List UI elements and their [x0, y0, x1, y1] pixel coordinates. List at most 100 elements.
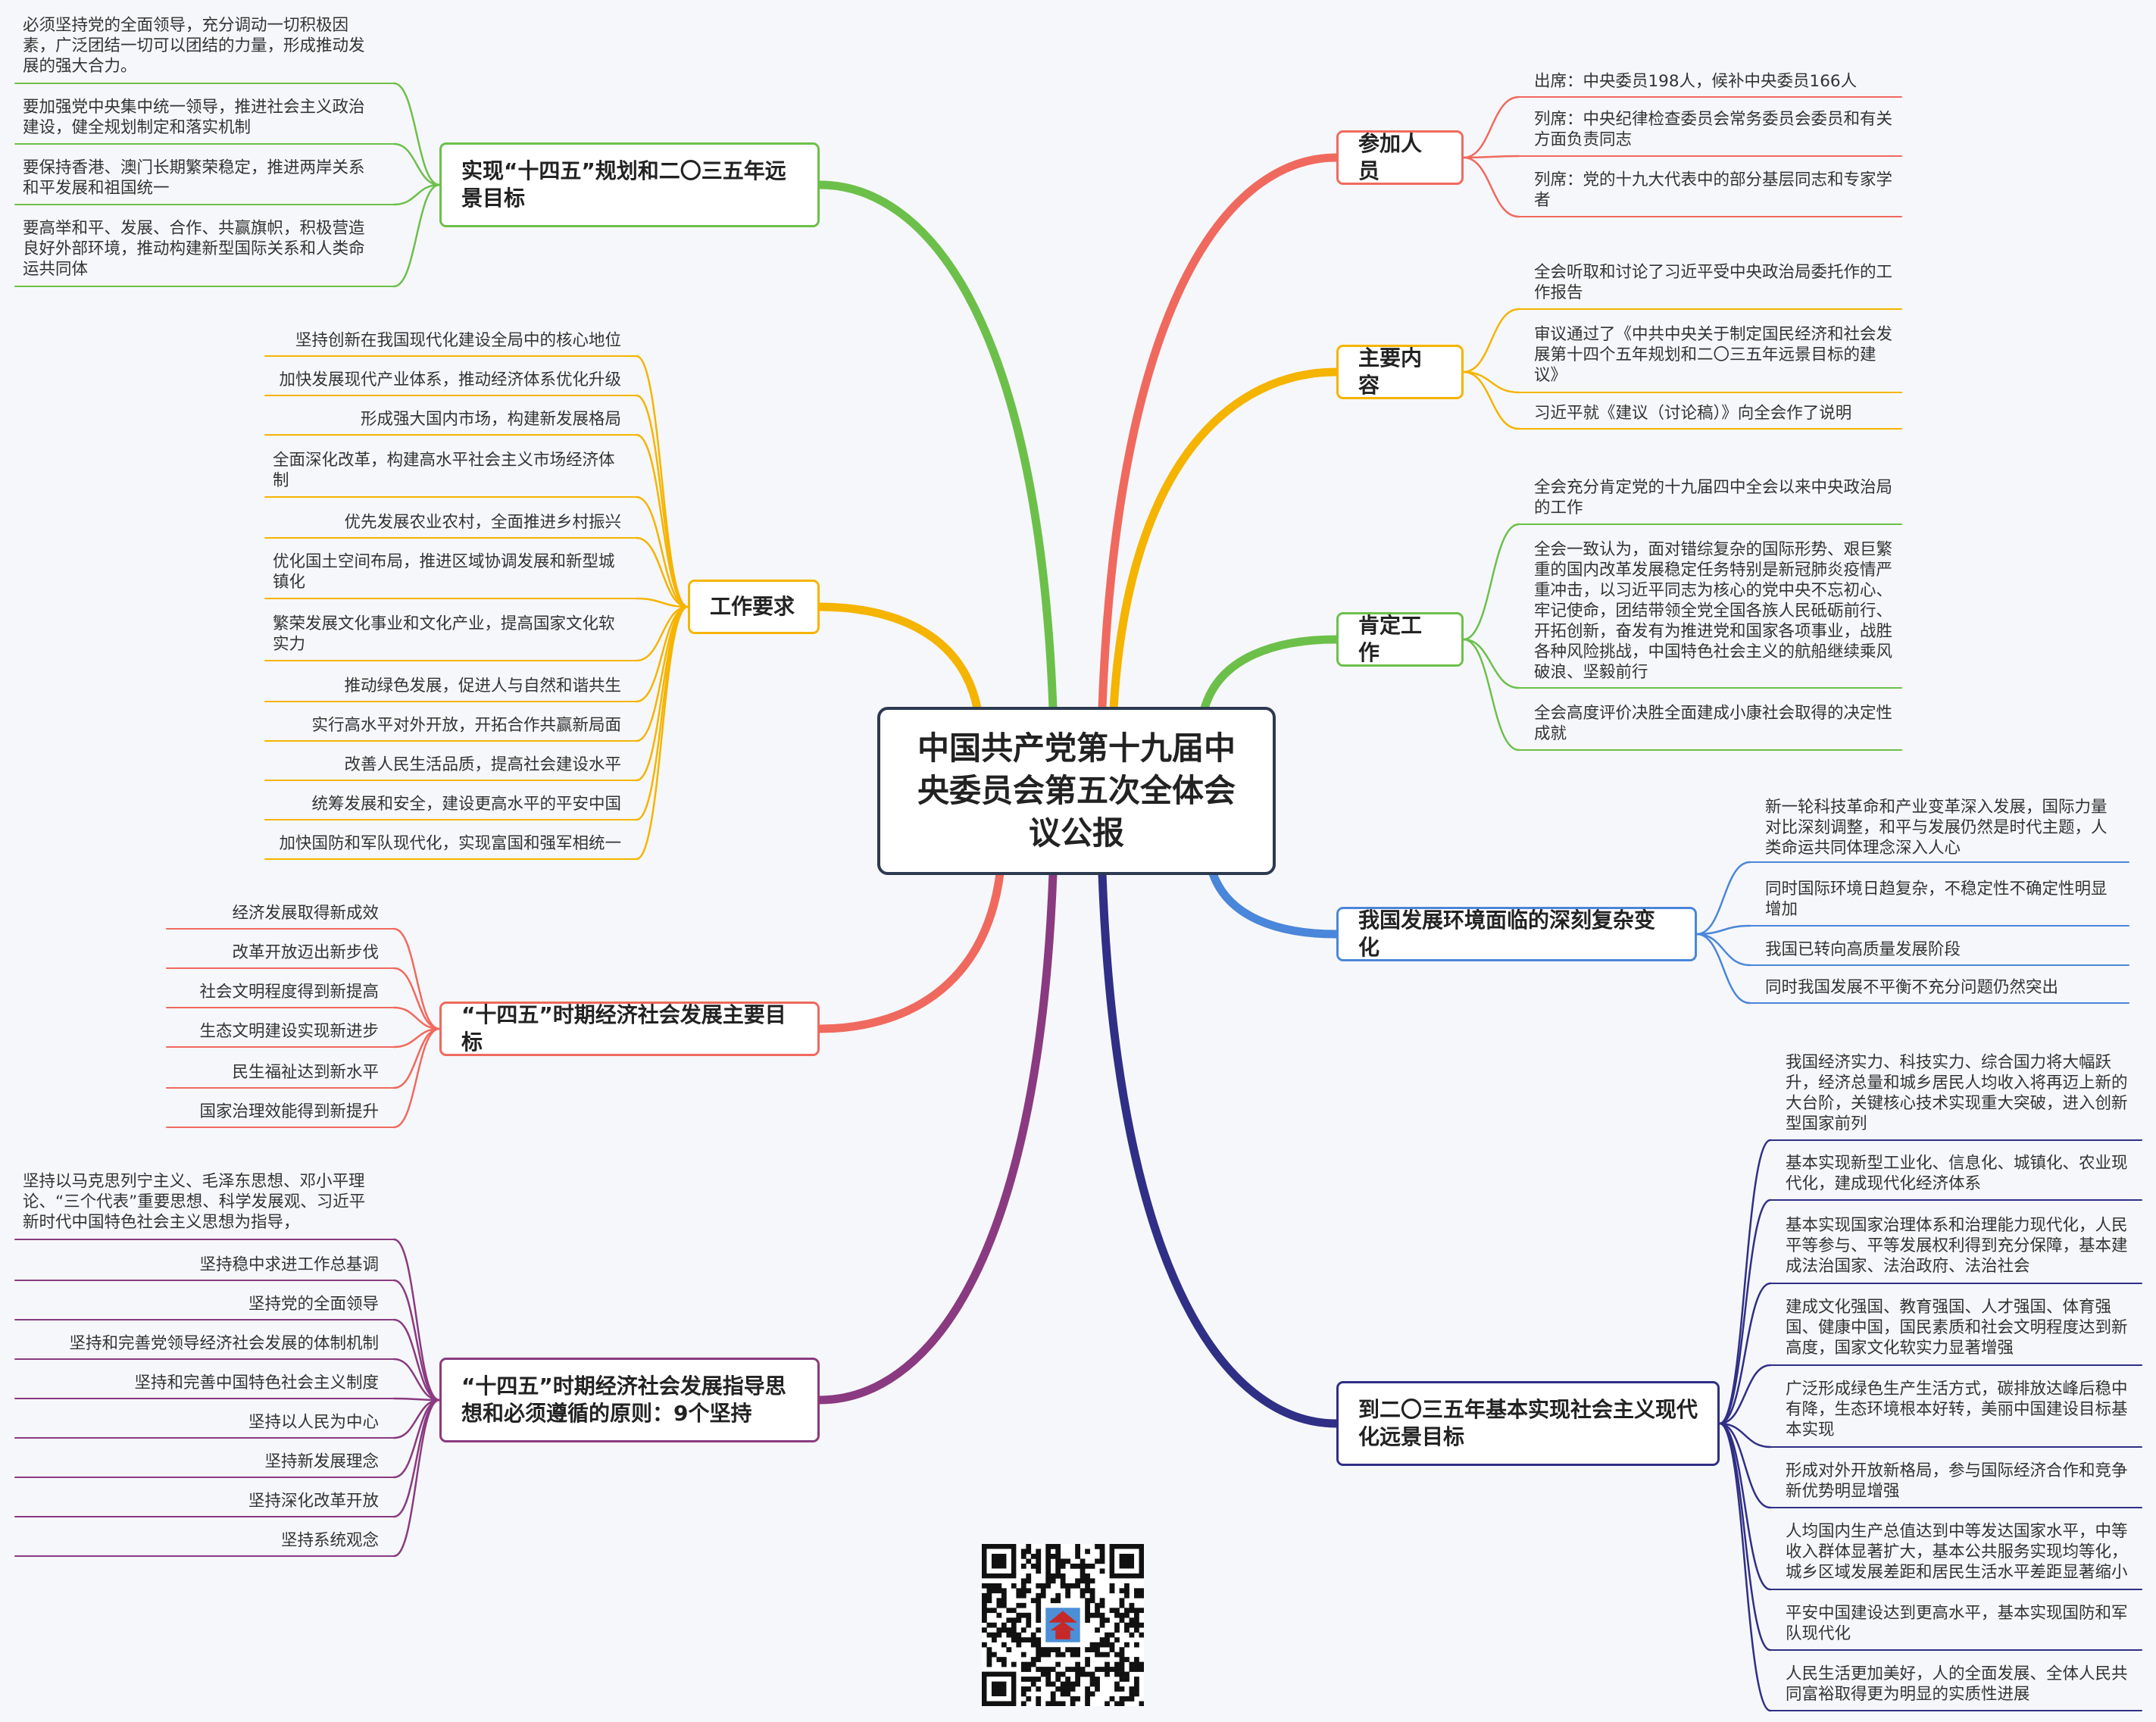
qr-module: [1080, 1588, 1086, 1594]
qr-module: [1139, 1622, 1144, 1628]
qr-module: [1016, 1612, 1022, 1618]
leaf-topic[interactable]: 必须坚持党的全面领导，充分调动一切积极因素，广泛团结一切可以团结的力量，形成推动…: [23, 16, 365, 76]
qr-module: [1036, 1627, 1042, 1633]
qr-module: [1065, 1588, 1071, 1594]
branch-14th-plan-goals[interactable]: 实现“十四五”规划和二〇三五年远景目标: [439, 142, 820, 227]
qr-module: [1036, 1696, 1042, 1702]
leaf-topic[interactable]: 实行高水平对外开放，开拓合作共赢新局面: [311, 716, 621, 735]
leaf-topic[interactable]: 坚持以人民为中心: [248, 1413, 379, 1432]
leaf-topic[interactable]: 坚持以马克思列宁主义、毛泽东思想、邓小平理论、“三个代表”重要思想、科学发展观、…: [23, 1172, 366, 1232]
qr-module: [1040, 1592, 1046, 1599]
leaf-topic[interactable]: 形成对外开放新格局，参与国际经济合作和竞争新优势明显增强: [1786, 1461, 2128, 1501]
leaf-topic[interactable]: 加快发展现代产业体系，推动经济体系优化升级: [279, 370, 621, 389]
leaf-topic[interactable]: 列席：中央纪律检查委员会常务委员会委员和有关方面负责同志: [1534, 110, 1893, 149]
qr-module: [1045, 1558, 1051, 1564]
leaf-topic[interactable]: 民生福祉达到新水平: [232, 1063, 379, 1082]
leaf-topic[interactable]: 坚持党的全面领导: [248, 1295, 379, 1314]
qr-module: [1099, 1667, 1105, 1672]
leaf-topic[interactable]: 人均国内生产总值达到中等发达国家水平，中等收入群体显著扩大，基本公共服务实现均等…: [1786, 1522, 2128, 1582]
leaf-topic[interactable]: 我国已转向高质量发展阶段: [1765, 940, 1961, 959]
qr-module: [986, 1647, 992, 1652]
leaf-connector: [392, 1358, 441, 1402]
leaf-topic[interactable]: 坚持稳中求进工作总基调: [199, 1255, 379, 1274]
leaf-topic[interactable]: 要高举和平、发展、合作、共赢旗帜，积极营造良好外部环境，推动构建新型国际关系和人…: [23, 219, 365, 279]
qr-module: [1001, 1602, 1007, 1608]
leaf-topic[interactable]: 优先发展农业农村，全面推进乡村振兴: [344, 513, 621, 532]
leaf-connector: [1462, 156, 1520, 218]
qr-module: [1045, 1563, 1051, 1569]
leaf-topic[interactable]: 同时国际环境日趋复杂，不稳定性不确定性明显增加: [1765, 880, 2108, 919]
qr-module: [982, 1602, 987, 1608]
leaf-topic[interactable]: 社会文明程度得到新提高: [199, 983, 379, 1002]
leaf-topic[interactable]: 我国经济实力、科技实力、综合国力将大幅跃升，经济总量和城乡居民人均收入将再迈上新…: [1786, 1053, 2128, 1133]
branch-main-content[interactable]: 主要内容: [1336, 345, 1464, 399]
leaf-topic[interactable]: 生态文明建设实现新进步: [199, 1022, 379, 1041]
qr-module: [1016, 1637, 1022, 1642]
leaf-topic[interactable]: 广泛形成绿色生产生活方式，碳排放达峰后稳中有降，生态环境根本好转，美丽中国建设目…: [1786, 1380, 2128, 1439]
leaf-topic[interactable]: 建成文化强国、教育强国、人才强国、体育强国、健康中国，国民素质和社会文明程度达到…: [1786, 1298, 2128, 1358]
qr-module: [1016, 1602, 1022, 1608]
qr-module: [1060, 1681, 1066, 1687]
leaf-topic[interactable]: 改革开放迈出新步伐: [232, 943, 379, 962]
leaf-topic[interactable]: 全会一致认为，面对错综复杂的国际形势、艰巨繁重的国内改革发展稳定任务特别是新冠肺…: [1534, 540, 1893, 682]
leaf-topic[interactable]: 基本实现国家治理体系和治理能力现代化，人民平等参与、平等发展权利得到充分保障，基…: [1786, 1216, 2128, 1276]
central-topic[interactable]: 中国共产党第十九届中央委员会第五次全体会议公报: [877, 707, 1276, 875]
qr-module: [1114, 1661, 1120, 1667]
leaf-topic[interactable]: 国家治理效能得到新提升: [199, 1102, 379, 1121]
leaf-topic[interactable]: 要保持香港、澳门长期繁荣稳定，推进两岸关系和平发展和祖国统一: [23, 158, 365, 198]
branch-work-requirements[interactable]: 工作要求: [688, 580, 820, 634]
branch-participants[interactable]: 参加人员: [1336, 130, 1464, 185]
qr-module: [1114, 1686, 1120, 1692]
qr-module: [1020, 1627, 1026, 1633]
leaf-topic[interactable]: 全会听取和讨论了习近平受中央政治局委托作的工作报告: [1534, 263, 1893, 302]
leaf-topic[interactable]: 基本实现新型工业化、信息化、城镇化、农业现代化，建成现代化经济体系: [1786, 1154, 2128, 1193]
leaf-topic[interactable]: 统筹发展和安全，建设更高水平的平安中国: [311, 795, 621, 814]
leaf-topic[interactable]: 坚持创新在我国现代化建设全局中的核心地位: [295, 331, 621, 350]
leaf-topic[interactable]: 坚持系统观念: [280, 1531, 379, 1550]
leaf-topic[interactable]: 新一轮科技革命和产业变革深入发展，国际力量对比深刻调整，和平与发展仍然是时代主题…: [1765, 798, 2108, 858]
leaf-topic[interactable]: 审议通过了《中共中央关于制定国民经济和社会发展第十四个五年规划和二〇三五年远景目…: [1534, 325, 1893, 385]
qr-module: [1020, 1701, 1026, 1706]
leaf-topic[interactable]: 繁荣发展文化事业和文化产业，提高国家文化软实力: [273, 614, 615, 654]
qr-module: [1060, 1558, 1066, 1564]
qr-module: [1089, 1681, 1095, 1687]
leaf-topic[interactable]: 坚持和完善中国特色社会主义制度: [134, 1374, 379, 1392]
qr-module: [1075, 1661, 1080, 1667]
leaf-topic[interactable]: 改善人民生活品质，提高社会建设水平: [344, 755, 621, 774]
branch-main-targets[interactable]: “十四五”时期经济社会发展主要目标: [439, 1002, 820, 1056]
qr-module: [1060, 1652, 1066, 1658]
leaf-connector: [392, 967, 441, 1030]
leaf-topic[interactable]: 坚持新发展理念: [264, 1452, 379, 1471]
leaf-topic[interactable]: 习近平就《建议（讨论稿）》向全会作了说明: [1534, 404, 1852, 423]
qr-module: [1040, 1652, 1046, 1658]
branch-2035-vision[interactable]: 到二〇三五年基本实现社会主义现代化远景目标: [1336, 1381, 1720, 1466]
qr-module: [986, 1622, 992, 1628]
branch-development-environment[interactable]: 我国发展环境面临的深刻复杂变化: [1336, 907, 1697, 961]
leaf-topic[interactable]: 全会充分肯定党的十九届四中全会以来中央政治局的工作: [1534, 478, 1893, 517]
leaf-topic[interactable]: 优化国土空间布局，推进区域协调发展和新型城镇化: [273, 552, 615, 592]
qr-module: [996, 1602, 1002, 1608]
leaf-topic[interactable]: 加快国防和军队现代化，实现富国和强军相统一: [279, 834, 621, 853]
leaf-topic[interactable]: 形成强大国内市场，构建新发展格局: [360, 410, 621, 429]
leaf-topic[interactable]: 经济发展取得新成效: [232, 904, 379, 923]
qr-module: [1001, 1588, 1007, 1594]
qr-module: [1124, 1627, 1130, 1633]
leaf-topic[interactable]: 要加强党中央集中统一领导，推进社会主义政治建设，健全规划制定和落实机制: [23, 98, 365, 137]
leaf-topic[interactable]: 平安中国建设达到更高水平，基本实现国防和军队现代化: [1786, 1604, 2128, 1643]
qr-module: [1001, 1661, 1007, 1667]
qr-finder: [991, 1681, 1007, 1697]
leaf-topic[interactable]: 坚持和完善党领导经济社会发展的体制机制: [69, 1334, 379, 1353]
branch-affirm-work[interactable]: 肯定工作: [1336, 612, 1464, 667]
qr-module: [1085, 1686, 1090, 1692]
leaf-topic[interactable]: 坚持深化改革开放: [248, 1492, 379, 1511]
branch-guiding-principles[interactable]: “十四五”时期经济社会发展指导思想和必须遵循的原则：9个坚持: [439, 1358, 820, 1442]
leaf-topic[interactable]: 全会高度评价决胜全面建成小康社会取得的决定性成就: [1534, 704, 1893, 743]
qr-module: [1085, 1549, 1090, 1555]
qr-module: [1026, 1588, 1032, 1594]
leaf-topic[interactable]: 人民生活更加美好，人的全面发展、全体人民共同富裕取得更为明显的实质性进展: [1786, 1664, 2128, 1704]
leaf-topic[interactable]: 出席：中央委员198人，候补中央委员166人: [1534, 72, 1858, 91]
leaf-topic[interactable]: 推动绿色发展，促进人与自然和谐共生: [344, 677, 621, 695]
leaf-topic[interactable]: 全面深化改革，构建高水平社会主义市场经济体制: [273, 451, 615, 490]
leaf-topic[interactable]: 同时我国发展不平衡不充分问题仍然突出: [1765, 978, 2059, 997]
leaf-topic[interactable]: 列席：党的十九大代表中的部分基层同志和专家学者: [1534, 170, 1893, 210]
